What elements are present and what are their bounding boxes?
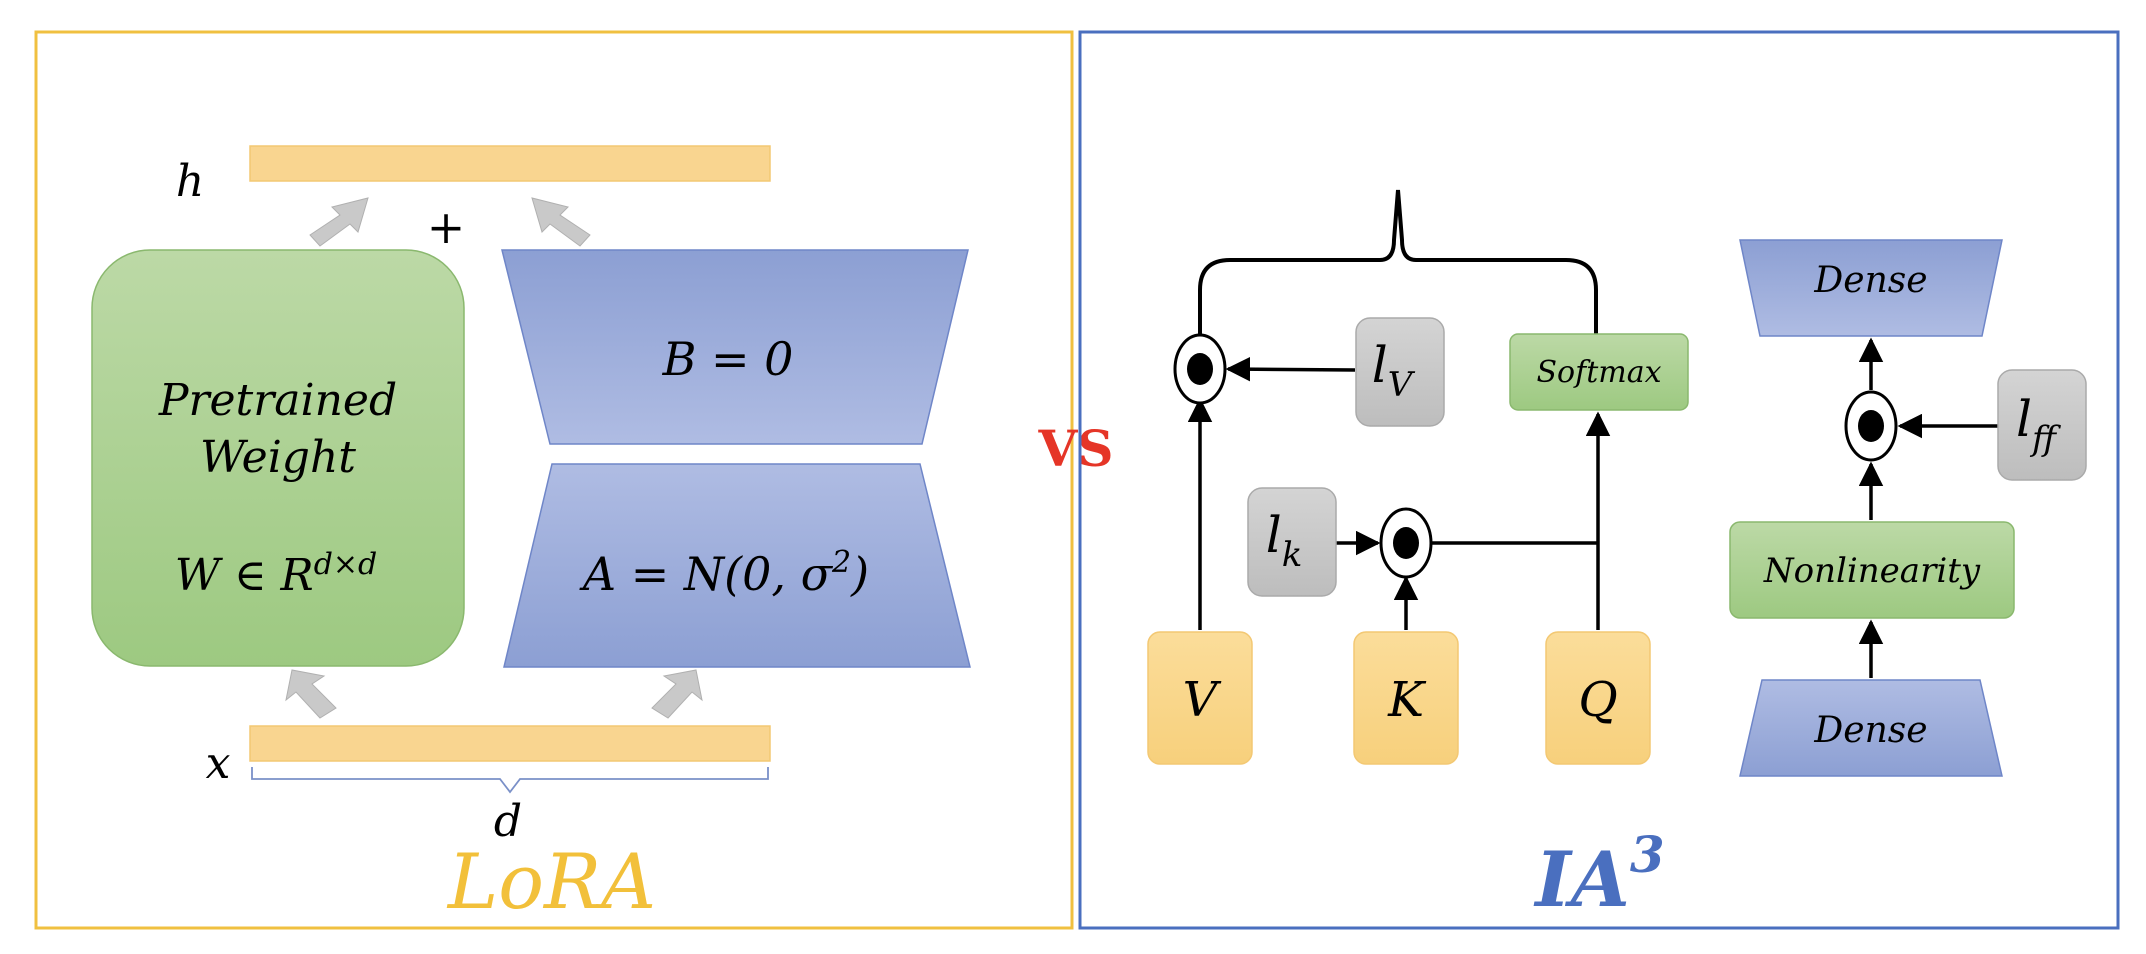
v-block: [1147, 631, 1253, 765]
pretrained-label-line2: Weight: [200, 432, 356, 483]
vs-label: VS: [1038, 419, 1114, 478]
nonlinearity-label: Nonlinearity: [1763, 551, 1981, 591]
formula-w: W: [175, 550, 224, 601]
gray-arrow-icon: [309, 197, 369, 247]
lk-main: l: [1266, 506, 1282, 564]
output-bar: [249, 145, 771, 182]
dimension-brace: [251, 767, 769, 794]
ia3-title-sup: 3: [1630, 825, 1665, 884]
formula-in: ∈ R: [234, 550, 314, 601]
input-bar: [249, 725, 771, 762]
lora-title: LoRA: [446, 837, 656, 926]
matrix-a-body: A = N(0, σ: [579, 547, 834, 601]
gray-arrow-icon: [531, 197, 591, 247]
formula-sup: d×d: [314, 547, 378, 582]
lv-label: lV: [1372, 336, 1416, 405]
lk-sub: k: [1282, 535, 1303, 575]
output-label-h: h: [176, 156, 204, 207]
lv-arrow: [1225, 356, 1356, 382]
ia3-title-main: IA: [1533, 835, 1630, 924]
ia3-title: IA3: [1533, 825, 1664, 924]
gray-arrow-icon: [285, 669, 337, 719]
lv-sub: V: [1388, 365, 1416, 405]
lff-scaling-vector: [1997, 369, 2087, 481]
hadamard-ff-dot-icon: [1858, 410, 1884, 442]
dense-top-block: [1739, 239, 2003, 337]
softmax-label: Softmax: [1536, 355, 1661, 390]
matrix-a-label: A = N(0, σ2): [579, 545, 869, 601]
lv-scaling-vector: [1355, 317, 1445, 427]
matrix-a-block: [503, 463, 971, 668]
matrix-b-label: B = 0: [662, 332, 794, 386]
matrix-a-sup: 2: [831, 545, 851, 580]
dense-bottom-block: [1739, 679, 2003, 777]
k-label: K: [1387, 672, 1427, 728]
input-label-x: x: [206, 738, 231, 789]
q-block: [1545, 631, 1651, 765]
matrix-a-close: ): [850, 547, 869, 601]
nonlinearity-block: [1729, 521, 2015, 619]
lk-scaling-vector: [1247, 487, 1337, 597]
hadamard-v-dot-icon: [1187, 353, 1213, 385]
lora-panel-frame: [34, 30, 1074, 930]
pretrained-weight-block: [91, 249, 465, 667]
v-label: V: [1183, 672, 1222, 728]
lff-main: l: [2016, 390, 2032, 448]
lk-label: lk: [1266, 506, 1303, 575]
ia3-panel-frame: [1078, 30, 2120, 930]
lv-main: l: [1372, 336, 1388, 394]
k-block: [1353, 631, 1459, 765]
pretrained-label-line1: Pretrained: [158, 375, 397, 426]
lff-sub: ff: [2029, 419, 2061, 459]
hadamard-k-dot-icon: [1393, 527, 1419, 559]
dense-top-label: Dense: [1813, 260, 1927, 301]
softmax-block: [1509, 333, 1689, 411]
pretrained-formula: W∈ Rd×d: [175, 547, 377, 601]
dense-bottom-label: Dense: [1813, 710, 1927, 751]
plus-sign: +: [427, 200, 466, 254]
q-label: Q: [1578, 672, 1617, 728]
lff-label: lff: [2016, 390, 2061, 459]
gray-arrow-icon: [651, 669, 703, 719]
dimension-label-d: d: [494, 796, 522, 847]
merge-brace: [1198, 189, 1598, 340]
matrix-b-block: [501, 249, 969, 445]
